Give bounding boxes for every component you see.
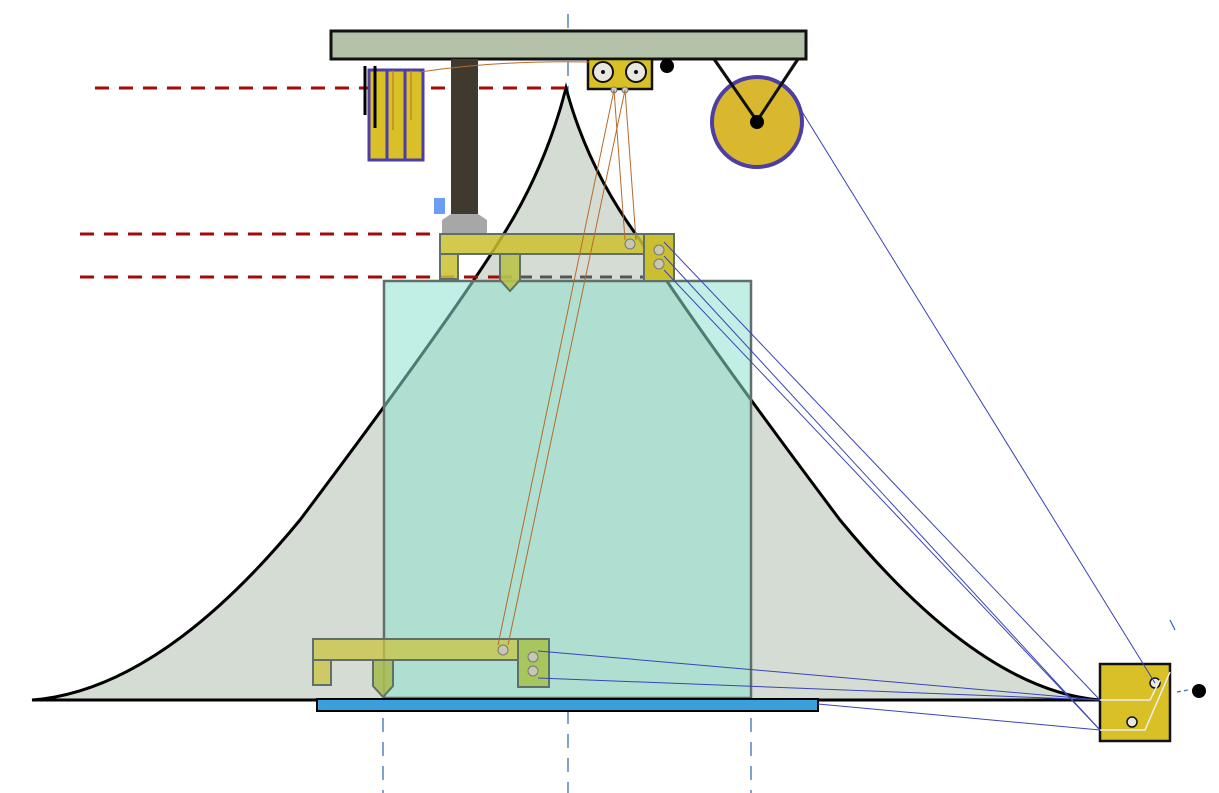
vertical-column <box>451 59 478 214</box>
column-foot <box>442 214 487 233</box>
black-dot-top <box>660 59 674 73</box>
lower-assembly <box>312 638 550 699</box>
striped-block <box>363 66 425 162</box>
orange-strings <box>419 61 637 646</box>
top-roller-block <box>586 57 654 94</box>
small-blue-marker <box>434 198 445 214</box>
top-rail <box>329 29 808 61</box>
glass-box <box>382 279 753 700</box>
right-tick-2 <box>1176 689 1189 693</box>
blue-platform <box>316 698 819 712</box>
right-base-block <box>1098 662 1172 743</box>
blue-strings <box>537 109 1156 731</box>
hanging-pulley <box>710 58 804 169</box>
black-dot-right <box>1192 684 1206 698</box>
right-tick <box>1169 619 1176 631</box>
